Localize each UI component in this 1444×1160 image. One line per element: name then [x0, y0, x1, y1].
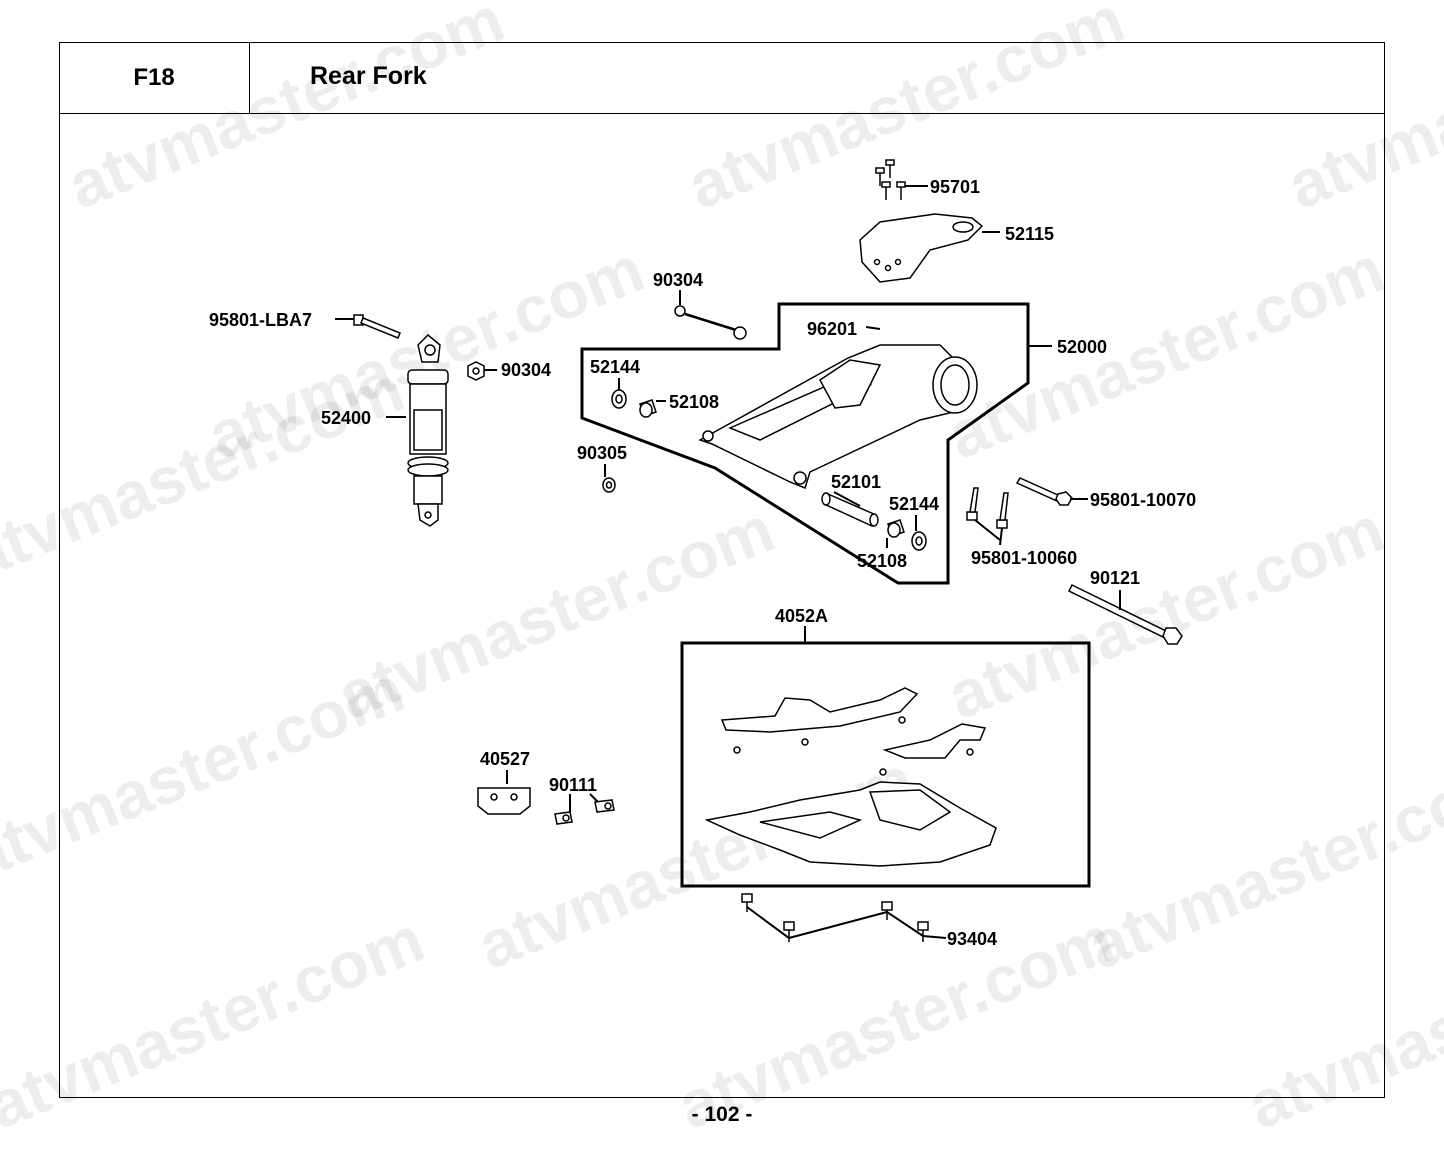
part-label-52108-upper: 52108	[669, 392, 719, 412]
watermark: atvmaster.com	[678, 0, 1134, 223]
watermark: atvmaster.com	[0, 351, 414, 593]
bolt-95801-10060-part	[966, 487, 1009, 529]
plate-40527-part	[477, 787, 531, 815]
leader-90111-b	[589, 793, 599, 803]
nut-90305-part	[602, 477, 616, 493]
part-label-95801-10070: 95801-10070	[1090, 490, 1196, 510]
skid-plate-4052A-part	[704, 687, 997, 867]
leader-95801-10060-b	[999, 527, 1003, 546]
seal-52144-lower-part	[911, 531, 927, 551]
bolt-90111-part	[554, 799, 615, 825]
watermark: atvmaster.com	[938, 231, 1394, 473]
watermark: atvmaster.com	[1078, 741, 1444, 983]
leader-93404	[746, 906, 947, 940]
part-label-40527: 40527	[480, 749, 530, 769]
part-label-4052A: 4052A	[775, 606, 828, 626]
part-label-96201: 96201	[807, 319, 857, 339]
watermark: atvmaster.com	[0, 651, 414, 893]
page-frame	[59, 42, 1385, 1098]
watermark: atvmaster.com	[1278, 0, 1444, 223]
part-label-90111: 90111	[549, 775, 597, 795]
header-divider	[250, 113, 1385, 114]
swingarm-52000-part	[698, 344, 978, 489]
part-label-90121: 90121	[1090, 568, 1140, 588]
leader-52101	[833, 491, 861, 507]
part-label-90304-top: 90304	[653, 270, 703, 290]
part-label-52400: 52400	[321, 408, 371, 428]
swingarm-group-outline	[580, 302, 1030, 585]
page-number: - 102 -	[691, 1103, 753, 1126]
shock-absorber-52400-part	[407, 333, 449, 527]
nut-90304-side-part	[467, 361, 485, 381]
figure-code: F18	[59, 42, 250, 114]
bolt-95801-LBA7-part	[353, 314, 401, 339]
skid-plate-group-box	[680, 641, 1091, 888]
part-label-52144-lower: 52144	[889, 494, 939, 514]
part-label-90304-side: 90304	[501, 360, 551, 380]
part-label-95701: 95701	[930, 177, 980, 197]
sleeve-52101-part	[821, 492, 879, 528]
bolt-95801-10070-part	[1015, 477, 1073, 506]
nut-90304-top-part	[674, 305, 747, 340]
bolt-93404-part	[741, 893, 929, 942]
bracket-52115-part	[859, 213, 984, 283]
part-label-95801-LBA7: 95801-LBA7	[209, 310, 312, 330]
watermark: atvmaster.com	[58, 0, 514, 223]
bolt-95701-part	[875, 159, 906, 200]
bushing-52108-lower-part	[887, 519, 905, 538]
part-label-52115: 52115	[1005, 224, 1054, 244]
part-label-95801-10060: 95801-10060	[971, 548, 1077, 568]
part-label-52000: 52000	[1057, 337, 1107, 357]
part-label-52144-upper: 52144	[590, 357, 640, 377]
leader-96201	[865, 326, 881, 330]
part-label-90305: 90305	[577, 443, 627, 463]
bushing-52108-upper-part	[639, 399, 657, 418]
bolt-90121-part	[1067, 583, 1183, 645]
part-label-52108-lower: 52108	[857, 551, 907, 571]
part-label-52101: 52101	[831, 472, 881, 492]
leader-95801-10060-a	[974, 519, 1001, 541]
page-title: Rear Fork	[310, 62, 427, 90]
seal-52144-upper-part	[611, 389, 627, 409]
part-label-93404: 93404	[947, 929, 997, 949]
